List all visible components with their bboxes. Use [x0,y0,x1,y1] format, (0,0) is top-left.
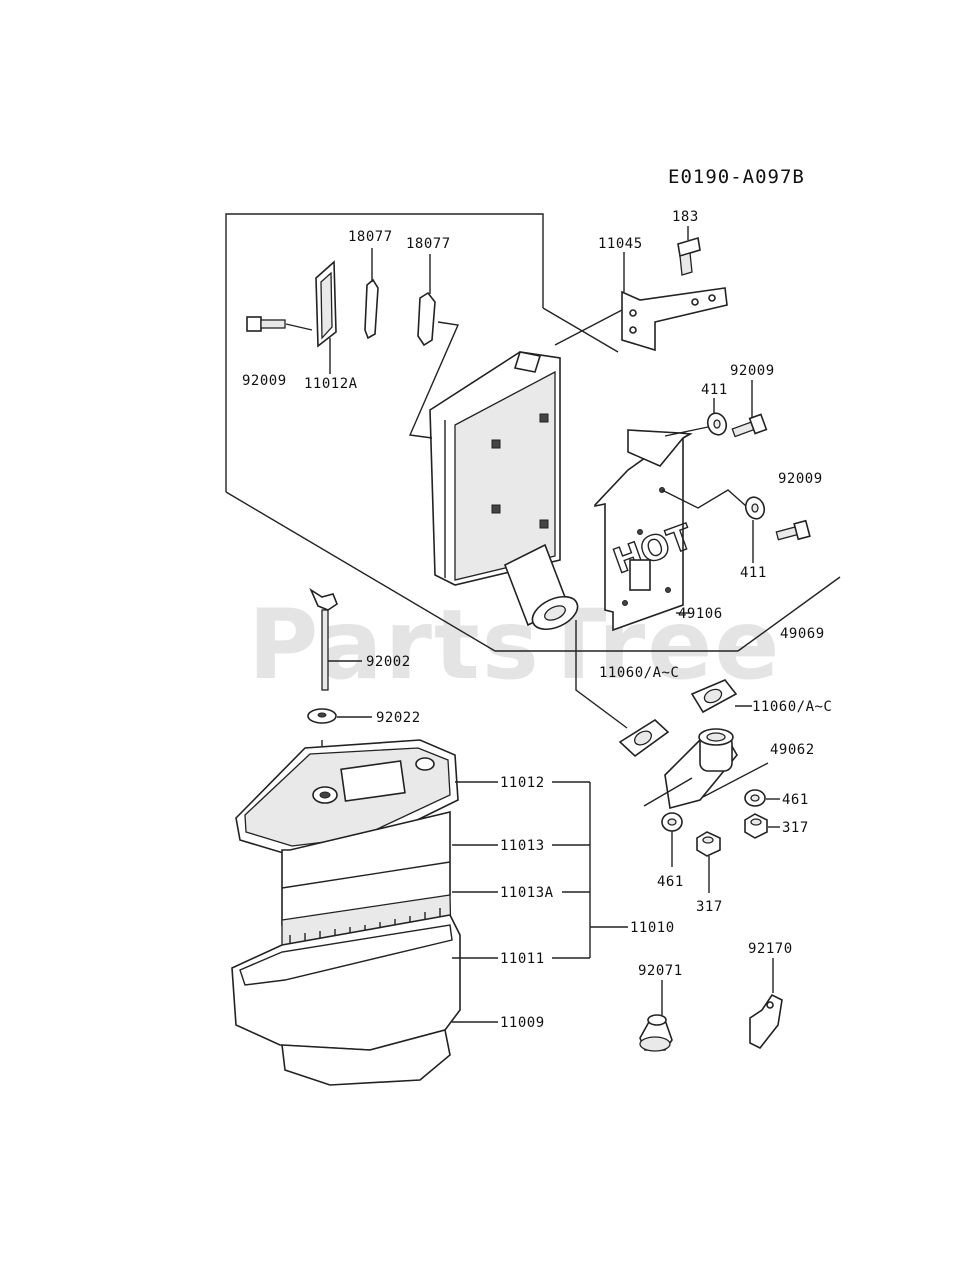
label-92170: 92170 [748,941,793,957]
washer-411-upper [706,412,728,436]
muffler-frame-top-diag [542,307,619,353]
muffler [429,351,579,631]
label-11009: 11009 [500,1015,545,1031]
label-92009-upper: 92009 [730,363,775,379]
label-49062: 49062 [770,742,815,758]
label-11045: 11045 [598,236,643,252]
clamp-92170 [749,993,783,1050]
wing-bolt-92002 [309,587,338,691]
label-92071: 92071 [638,963,683,979]
label-92022: 92022 [376,710,421,726]
label-92009-left: 92009 [242,373,287,389]
base-11009 [231,914,461,1086]
nut-461-lower [661,812,683,832]
bolt-92009-left [246,316,286,332]
bracket-11045 [621,287,728,352]
label-11013A: 11013A [500,885,554,901]
exhaust-elbow-49062 [664,728,738,810]
label-461-lower: 461 [657,874,684,890]
label-49069: 49069 [780,626,825,642]
nut-317-right [744,813,768,839]
label-92002: 92002 [366,654,411,670]
label-461-right: 461 [782,792,809,808]
label-92009-right: 92009 [778,471,823,487]
label-317-right: 317 [782,820,809,836]
muffler-frame-to-49069 [737,576,841,652]
nut-317-lower [696,831,721,857]
air-cleaner-cover-11012 [235,739,459,856]
grommet-92071 [639,1014,673,1052]
label-11012: 11012 [500,775,545,791]
washer-411-lower [744,496,766,520]
label-49106: 49106 [678,606,723,622]
label-11013: 11013 [500,838,545,854]
gasket-18077-b [417,291,436,347]
washer-92022 [307,708,337,724]
label-11011: 11011 [500,951,545,967]
label-411-upper: 411 [701,382,728,398]
nut-461-right [744,789,766,807]
plate-11012A [315,260,337,348]
gasket-18077-a [364,278,379,340]
label-11060-left: 11060/A~C [599,665,679,681]
bolt-92009-right [775,519,811,541]
diagram-code: E0190-A097B [668,166,805,188]
gasket-11060-left [618,718,670,758]
watermark: PartsTree [248,589,781,701]
label-411-lower: 411 [740,565,767,581]
label-18077-a: 18077 [348,229,393,245]
gasket-11060-right [690,679,738,714]
muffler-group-frame [225,213,544,492]
muffler-frame-diagonal-bottom [225,491,496,652]
label-317-lower: 317 [696,899,723,915]
bolt-92009-upper [731,413,768,438]
label-11060-right: 11060/A~C [752,699,832,715]
label-183: 183 [672,209,699,225]
bolt-183 [677,236,701,276]
label-11010: 11010 [630,920,675,936]
label-11012A: 11012A [304,376,358,392]
label-18077-b: 18077 [406,236,451,252]
heat-shield-49106: HOT [594,429,699,632]
